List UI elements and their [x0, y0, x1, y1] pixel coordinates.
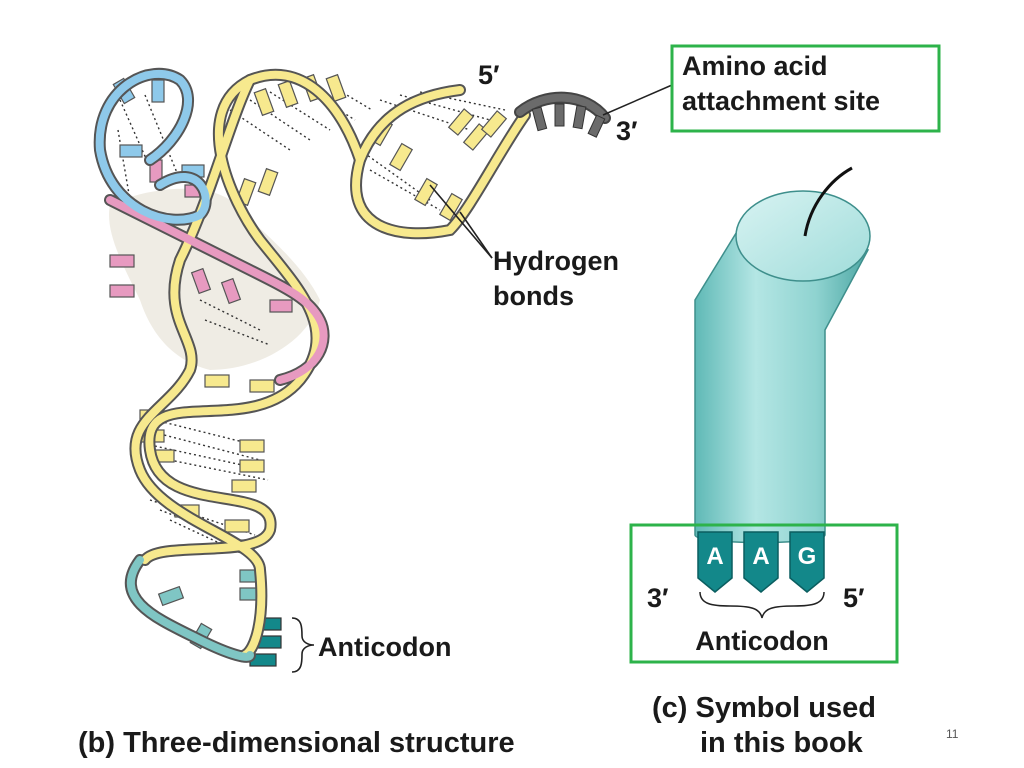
amino-acid-highlight-box	[670, 44, 941, 133]
symbol-label-3prime: 3′	[647, 583, 669, 613]
symbol-brace	[699, 591, 825, 619]
label-3prime: 3′	[616, 116, 638, 146]
acceptor-stem	[514, 91, 611, 138]
anticodon-brace	[291, 617, 315, 673]
symbol-anticodon-label: Anticodon	[695, 626, 828, 656]
base-1: A	[706, 543, 723, 570]
caption-symbol-line2: in this book	[700, 727, 864, 759]
slide-number: 11	[946, 727, 959, 741]
hydrogen-bonds-pointer	[429, 184, 493, 259]
caption-3d-structure: (b) Three-dimensional structure	[78, 727, 515, 759]
attachment-hook	[803, 166, 853, 237]
trna-symbol: A A G 3′ 5′ Anticodon Amino acid attachm…	[602, 44, 941, 759]
anticodon-loop-bases	[157, 569, 263, 650]
amino-acid-label-line2: attachment site	[682, 86, 880, 116]
hydrogen-bonds-label-line1: Hydrogen	[493, 246, 619, 276]
base-3: G	[798, 543, 817, 570]
anticodon-highlight-box	[629, 523, 899, 664]
core-fill	[109, 188, 321, 370]
amino-acid-pointer	[602, 84, 673, 116]
label-5prime: 5′	[478, 60, 500, 90]
trna-3d-structure: 5′ 3′ Hydrogen bonds Anticodon (b) Three…	[78, 60, 638, 759]
anticodon-base-tabs	[697, 531, 825, 593]
amino-acid-label-line1: Amino acid	[682, 51, 828, 81]
symbol-cylinder-top	[735, 190, 871, 282]
backbone	[93, 67, 531, 663]
anticodon-label-3d: Anticodon	[318, 632, 451, 662]
symbol-label-5prime: 5′	[843, 583, 865, 613]
base-2: A	[752, 543, 769, 570]
caption-symbol-line1: (c) Symbol used	[652, 692, 876, 724]
hydrogen-bonds-label-line2: bonds	[493, 281, 574, 311]
